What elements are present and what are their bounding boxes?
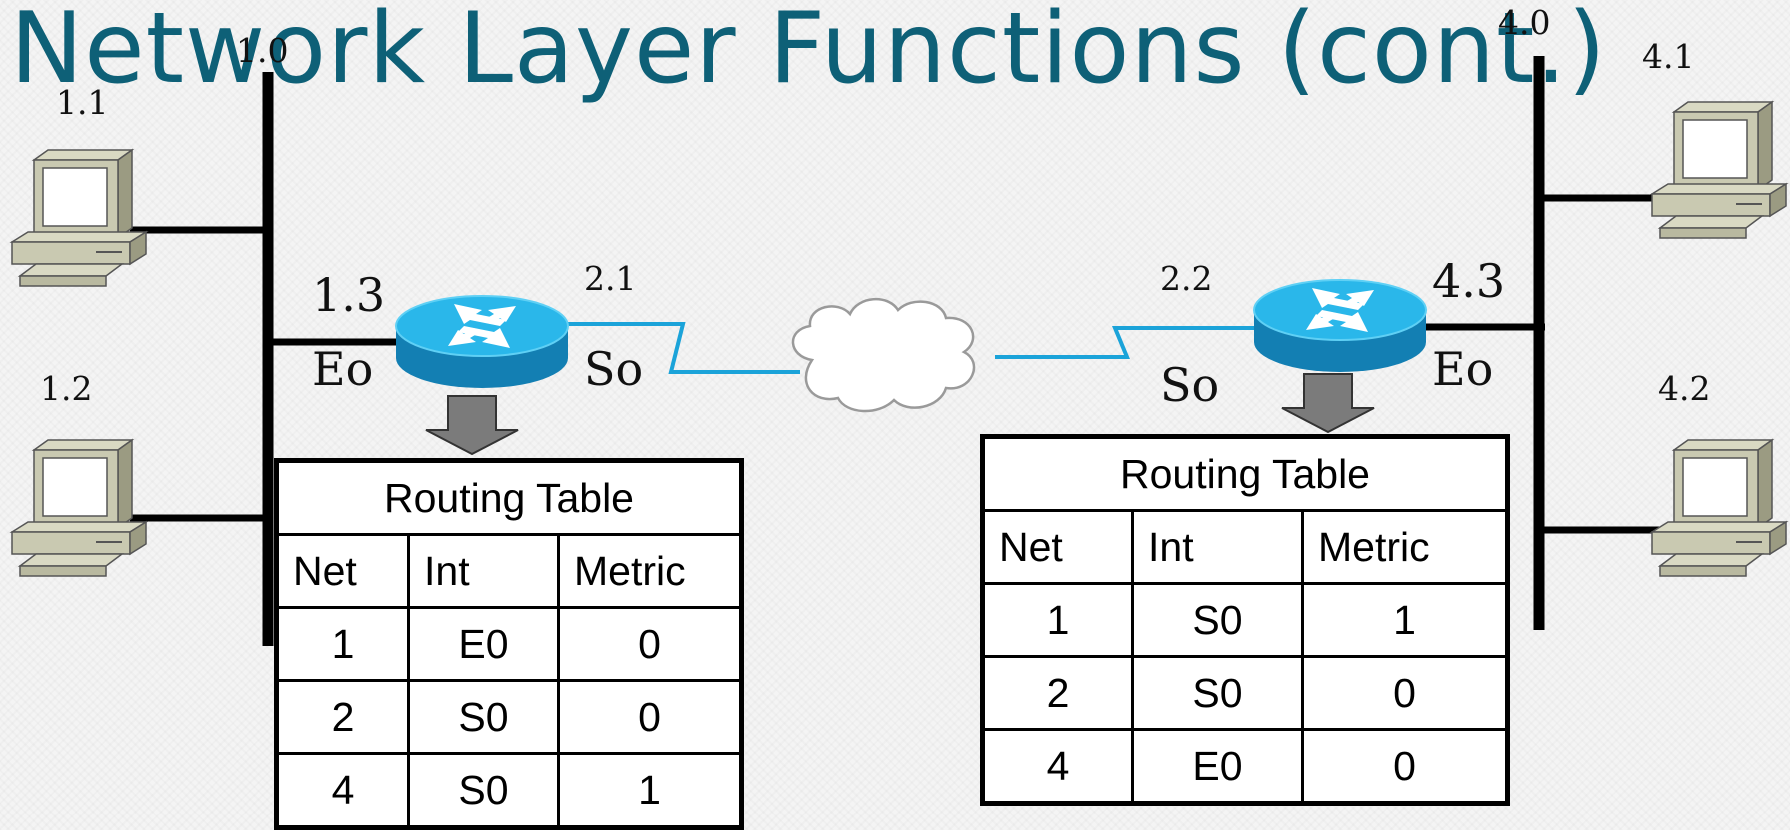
table-row: 2 S0 0 xyxy=(275,679,743,755)
cell-int: E0 xyxy=(1131,728,1304,805)
cell-net: 1 xyxy=(275,606,410,682)
router-icon xyxy=(395,295,569,389)
cell-int: E0 xyxy=(407,606,560,682)
router-a-e0-interface: Eo xyxy=(312,342,374,396)
table-row: 1 E0 0 xyxy=(275,606,743,682)
router-a-s0-interface: So xyxy=(584,342,644,396)
column-header-metric: Metric xyxy=(557,533,743,609)
router-b-e0-interface: Eo xyxy=(1432,342,1494,396)
column-header-metric: Metric xyxy=(1301,509,1509,585)
cell-int: S0 xyxy=(1131,582,1304,658)
cell-metric: 1 xyxy=(557,752,743,829)
routing-table-router-b: Routing Table Net Int Metric 1 S0 1 2 S0… xyxy=(980,434,1510,806)
table-row: 1 S0 1 xyxy=(981,582,1509,658)
cell-net: 2 xyxy=(275,679,410,755)
table-row: 2 S0 0 xyxy=(981,655,1509,731)
table-row: 4 S0 1 xyxy=(275,752,743,829)
computer-icon xyxy=(11,439,147,577)
cell-net: 4 xyxy=(275,752,410,829)
cell-metric: 0 xyxy=(557,606,743,682)
routing-table-caption: Routing Table xyxy=(275,459,743,536)
router-a-s0-address: 2.1 xyxy=(584,259,637,298)
router-b-s0-interface: So xyxy=(1160,358,1220,412)
router-b-s0-address: 2.2 xyxy=(1160,259,1213,298)
column-header-net: Net xyxy=(275,533,410,609)
serial-link-right xyxy=(995,326,1254,359)
host-1-2-label: 1.2 xyxy=(40,369,93,408)
cell-int: S0 xyxy=(407,752,560,829)
network-1-0-label: 1.0 xyxy=(236,31,289,70)
router-a-e0-address: 1.3 xyxy=(312,268,386,322)
cell-metric: 0 xyxy=(1301,728,1509,805)
column-header-int: Int xyxy=(407,533,560,609)
cell-net: 4 xyxy=(981,728,1134,805)
table-row: 4 E0 0 xyxy=(981,728,1509,805)
cell-metric: 1 xyxy=(1301,582,1509,658)
cell-metric: 0 xyxy=(1301,655,1509,731)
column-header-int: Int xyxy=(1131,509,1304,585)
cell-net: 1 xyxy=(981,582,1134,658)
cell-int: S0 xyxy=(1131,655,1304,731)
network-4-0-label: 4.0 xyxy=(1498,3,1551,42)
computer-icon xyxy=(1651,439,1787,577)
host-1-1-label: 1.1 xyxy=(56,83,109,122)
cloud-icon xyxy=(791,297,976,413)
down-arrow-icon xyxy=(1281,373,1375,433)
page-title: Network Layer Functions (cont.) xyxy=(10,0,1607,106)
computer-icon xyxy=(1651,101,1787,239)
host-4-2-label: 4.2 xyxy=(1658,369,1711,408)
router-b-e0-address: 4.3 xyxy=(1432,254,1506,308)
host-4-1-label: 4.1 xyxy=(1642,37,1695,76)
router-icon xyxy=(1253,279,1427,373)
column-header-net: Net xyxy=(981,509,1134,585)
cell-metric: 0 xyxy=(557,679,743,755)
routing-table-caption: Routing Table xyxy=(981,435,1509,512)
down-arrow-icon xyxy=(425,395,519,455)
cell-int: S0 xyxy=(407,679,560,755)
serial-link-left xyxy=(566,322,800,374)
computer-icon xyxy=(11,149,147,287)
cell-net: 2 xyxy=(981,655,1134,731)
routing-table-router-a: Routing Table Net Int Metric 1 E0 0 2 S0… xyxy=(274,458,744,830)
